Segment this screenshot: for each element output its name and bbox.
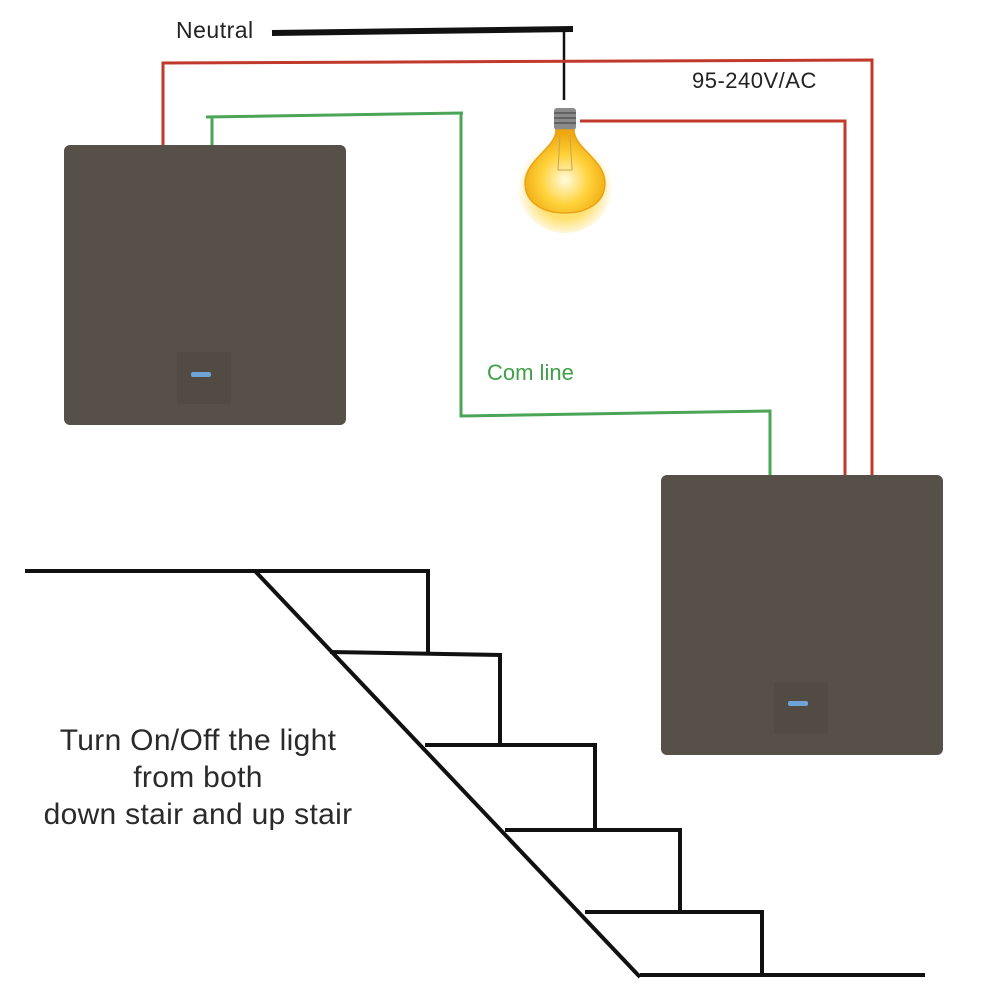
- live-wire: [161, 58, 874, 476]
- neutral-wire: [271, 26, 574, 100]
- caption-line: down stair and up stair: [43, 798, 353, 831]
- staircase-illustration: [25, 569, 925, 979]
- switch-button[interactable]: [774, 682, 828, 734]
- com-line-label: Com line: [487, 360, 574, 385]
- caption-line: Turn On/Off the light: [59, 724, 337, 757]
- light-bulb-icon: [517, 108, 613, 233]
- indicator-led-icon: [191, 372, 211, 377]
- caption: Turn On/Off the light from both down sta…: [0, 722, 396, 833]
- neutral-label: Neutral: [176, 17, 254, 43]
- voltage-label: 95-240V/AC: [692, 68, 817, 93]
- upstairs-switch[interactable]: [661, 475, 943, 755]
- switch-button[interactable]: [177, 352, 231, 404]
- indicator-led-icon: [788, 701, 808, 706]
- downstairs-switch[interactable]: [64, 145, 346, 425]
- com-line-wire: [205, 111, 772, 476]
- caption-line: from both: [133, 761, 263, 794]
